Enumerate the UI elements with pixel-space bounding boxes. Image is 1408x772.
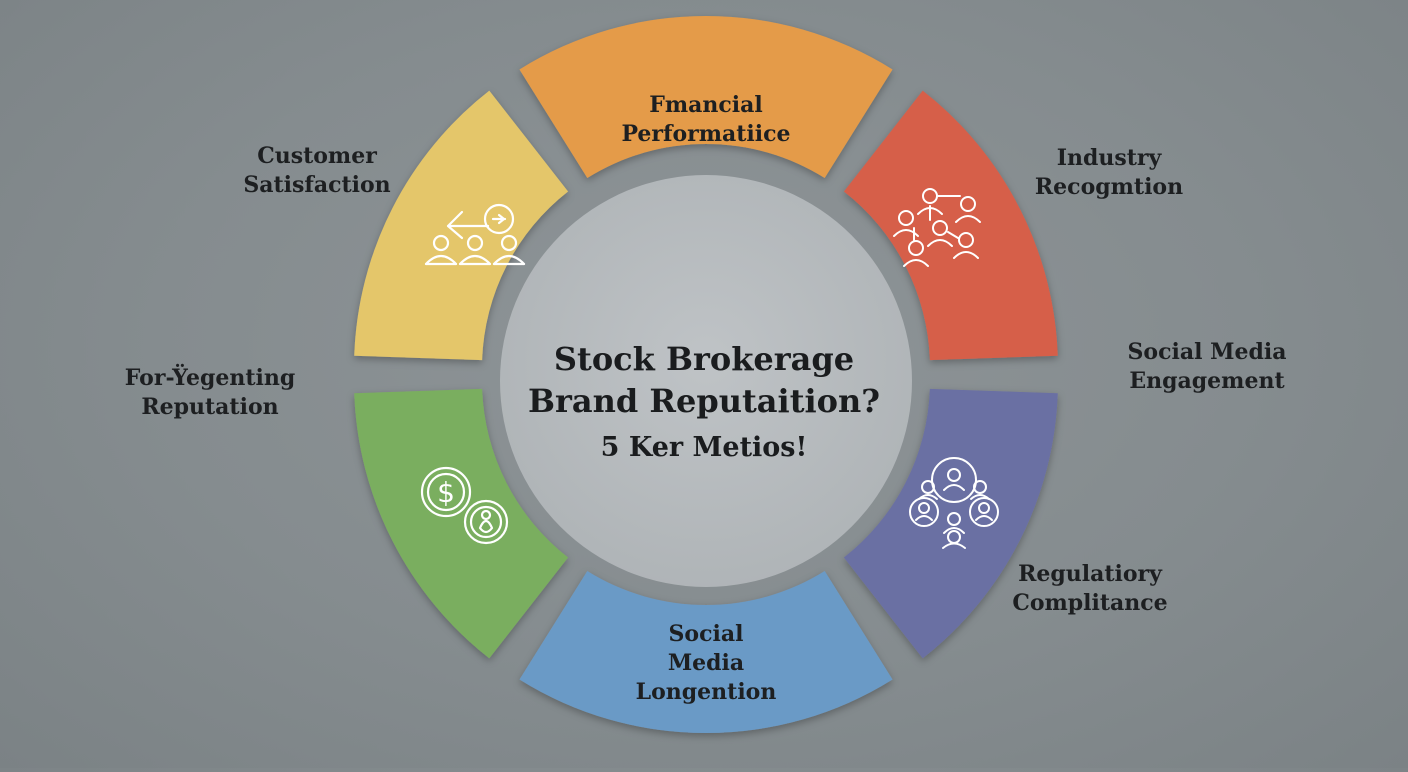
dollar-symbol: $ [437, 476, 455, 509]
outer-label-forgetting-reputation: For-Ÿegenting Reputation [124, 365, 296, 420]
organization-network-icon [893, 188, 981, 267]
outer-label-regulatory-compliance: Regulatiory Complitance [1012, 561, 1168, 616]
outer-label-customer-satisfaction: Customer Satisfaction [243, 143, 391, 198]
outer-label-industry-recognition: Industry Recogmtion [1034, 145, 1184, 200]
ring-segment-bottom-left [354, 388, 569, 659]
ring-segment-bottom [519, 570, 893, 733]
ring-segment-top [519, 16, 893, 179]
center-subtitle: 5 Ker Metios! [600, 432, 808, 463]
dollar-coins-icon [420, 466, 509, 545]
segment-label-financial: Fmancial Performatiice [621, 92, 791, 147]
center-title-line1: Stock Brokerage [553, 340, 855, 378]
customers-feedback-icon [424, 203, 526, 266]
outer-label-social-media-engagement: Social Media Engagement [1127, 339, 1287, 394]
center-disc [500, 175, 912, 587]
segment-label-social-longention: Social Media Longention [635, 621, 777, 705]
center-title-line2: Brand Reputaition? [528, 382, 880, 420]
ring-segment-top-right [843, 90, 1058, 361]
people-network-icon [909, 457, 999, 549]
center-title: Stock Brokerage Brand Reputaition? 5 Ker… [504, 338, 904, 470]
